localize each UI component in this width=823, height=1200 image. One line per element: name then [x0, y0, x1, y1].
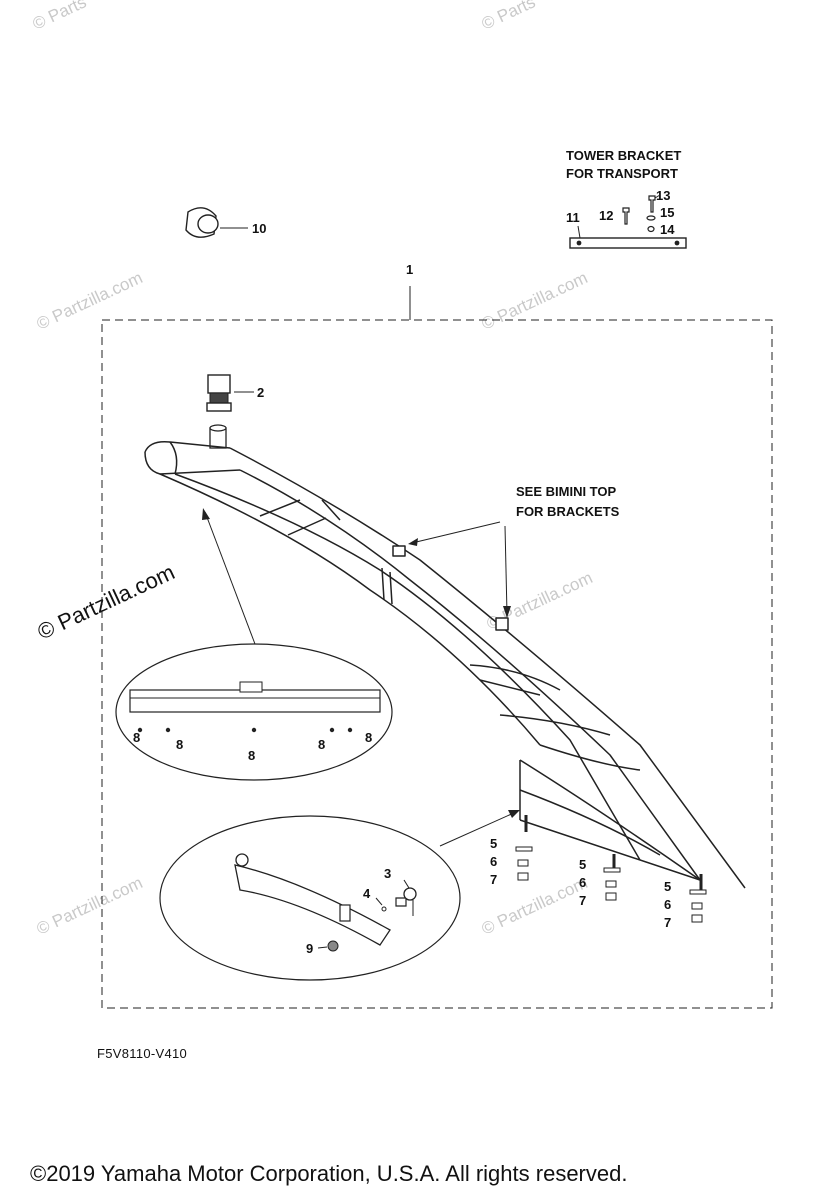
fastener-stack-left: 5 6 7	[490, 815, 533, 887]
watermark-top-left: © Parts	[30, 0, 90, 34]
svg-text:13: 13	[656, 188, 670, 203]
svg-text:5: 5	[490, 836, 497, 851]
svg-text:5: 5	[579, 857, 586, 872]
part-10-cap: 10	[185, 207, 266, 238]
fastener-stack-right: 5 6 7	[664, 874, 707, 930]
svg-text:2: 2	[257, 385, 264, 400]
svg-text:12: 12	[599, 208, 613, 223]
svg-text:15: 15	[660, 205, 674, 220]
svg-text:4: 4	[363, 886, 371, 901]
detail-lights: 8 8 8 8 8	[115, 508, 393, 781]
fastener-stack-middle: 5 6 7	[579, 854, 621, 908]
svg-text:7: 7	[664, 915, 671, 930]
svg-text:8: 8	[365, 730, 372, 745]
svg-text:FOR TRANSPORT: FOR TRANSPORT	[566, 166, 678, 181]
part-2-socket: 2	[206, 374, 264, 449]
svg-text:TOWER BRACKET: TOWER BRACKET	[566, 148, 681, 163]
svg-text:SEE BIMINI TOP: SEE BIMINI TOP	[516, 484, 616, 499]
watermarks: © Parts © Parts © Partzilla.com © Partzi…	[30, 0, 596, 939]
svg-text:6: 6	[579, 875, 586, 890]
svg-text:8: 8	[318, 737, 325, 752]
watermark-right-upper: © Partzilla.com	[479, 268, 591, 334]
tower-frame	[144, 440, 746, 889]
svg-text:14: 14	[660, 222, 675, 237]
watermark-left-lower: © Partzilla.com	[34, 873, 146, 939]
svg-text:8: 8	[176, 737, 183, 752]
svg-text:11: 11	[566, 210, 580, 225]
copyright-notice: ©2019 Yamaha Motor Corporation, U.S.A. A…	[30, 1161, 628, 1186]
svg-text:8: 8	[248, 748, 255, 763]
svg-text:9: 9	[306, 941, 313, 956]
svg-text:FOR BRACKETS: FOR BRACKETS	[516, 504, 620, 519]
svg-text:8: 8	[133, 730, 140, 745]
svg-text:3: 3	[384, 866, 391, 881]
svg-text:1: 1	[406, 262, 413, 277]
svg-text:6: 6	[490, 854, 497, 869]
assembly-boundary	[101, 319, 773, 1009]
watermark-top-right: © Parts	[479, 0, 539, 34]
svg-text:10: 10	[252, 221, 266, 236]
svg-text:5: 5	[664, 879, 671, 894]
callout-1: 1	[406, 262, 413, 320]
tower-bracket-group: TOWER BRACKET FOR TRANSPORT 13 15 14 12 …	[566, 148, 687, 249]
svg-text:6: 6	[664, 897, 671, 912]
watermark-left-upper: © Partzilla.com	[34, 268, 146, 334]
watermark-left-large: © Partzilla.com	[34, 559, 179, 644]
diagram-code: F5V8110-V410	[97, 1046, 188, 1061]
svg-text:7: 7	[579, 893, 586, 908]
bimini-note: SEE BIMINI TOP FOR BRACKETS	[408, 484, 620, 618]
detail-hinge: 3 4 9	[159, 810, 520, 981]
svg-text:7: 7	[490, 872, 497, 887]
